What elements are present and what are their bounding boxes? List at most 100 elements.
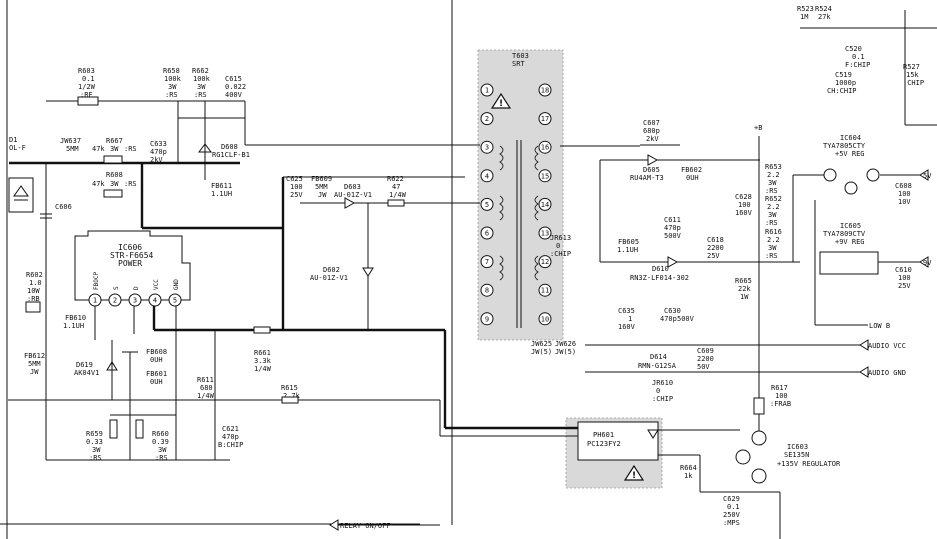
t603-pin-12: 12: [538, 255, 552, 269]
ic604-func: +5V REG: [835, 150, 865, 158]
r661-body: [253, 326, 271, 334]
r616-ref: R616: [765, 228, 782, 236]
r615-ref: R615: [281, 384, 298, 392]
ph601-led: [647, 429, 659, 439]
d619-part: AK04V1: [74, 369, 99, 377]
relay-arrow: [329, 519, 339, 531]
r608-ref: R608: [106, 171, 123, 179]
r611-ref: R611: [197, 376, 214, 384]
c621-ref: C621: [222, 425, 239, 433]
c608-val: 100: [898, 190, 911, 198]
svg-text:!: !: [632, 471, 636, 481]
d608-ref: D608: [221, 143, 238, 151]
c611-volt: 500V: [664, 232, 682, 240]
fb605-ref: FB605: [618, 238, 639, 246]
net-9v-arrow: [919, 256, 929, 268]
c607-val: 680p: [643, 127, 660, 135]
d608-part: RG1CLF-B1: [212, 151, 250, 159]
t603-pin-17: 17: [538, 112, 552, 126]
fb611-val: 1.1UH: [211, 190, 232, 198]
r653-type: :RS: [765, 187, 778, 195]
svg-text:7: 7: [485, 258, 489, 266]
c629-type: :MPS: [723, 519, 740, 527]
r602-body: [25, 301, 41, 313]
r615-val: 2.7k: [283, 392, 301, 400]
r603-watt: 1/2W: [78, 83, 96, 91]
d603-part: AU-01Z-V1: [334, 191, 372, 199]
r622-ref: R622: [387, 175, 404, 183]
ic606-pin-5: 5: [168, 293, 182, 307]
r659-ref: R659: [86, 430, 103, 438]
r524-ref: R524: [815, 5, 832, 13]
t603-pin-3: 3: [480, 140, 494, 154]
r611-watt: 1/4W: [197, 392, 215, 400]
c520-type: F:CHIP: [845, 61, 870, 69]
warning-icon-t603: !: [490, 92, 512, 109]
jr610-ref: JR610: [652, 379, 673, 387]
r667-watt: 3W: [110, 145, 119, 153]
warning-icon-ph601: !: [623, 464, 645, 481]
d605-body: [647, 154, 659, 166]
ic604-pin-gnd: [844, 181, 858, 195]
ic606-pin-name-4: VCC: [153, 279, 160, 290]
jr613-ref: JR613: [550, 234, 571, 242]
jr610-type: :CHIP: [652, 395, 673, 403]
svg-text:1: 1: [485, 87, 489, 95]
c615-ref: C615: [225, 75, 242, 83]
c628-volt: 160V: [735, 209, 753, 217]
r611-val: 680: [200, 384, 213, 392]
c618-volt: 25V: [707, 252, 720, 260]
t603-pin-4: 4: [480, 169, 494, 183]
ic604-pin-out: [866, 168, 880, 182]
r661-val: 3.3k: [254, 357, 272, 365]
r603-ref: R603: [78, 67, 95, 75]
r652-ref: R652: [765, 195, 782, 203]
ic605-func: +9V REG: [835, 238, 865, 246]
r661-ref: R661: [254, 349, 271, 357]
ic603-func: +135V REGULATOR: [777, 460, 841, 468]
r523-ref: R523: [797, 5, 814, 13]
r665-ref: R665: [735, 277, 752, 285]
r658-watt: 3W: [168, 83, 177, 91]
d602-part: AU-01Z-V1: [310, 274, 348, 282]
d614-ref: D614: [650, 353, 667, 361]
t603-coil-secondary-2: [534, 195, 539, 221]
c633-volt: 2kV: [150, 156, 163, 164]
r665-watt: 1W: [740, 293, 749, 301]
svg-text:14: 14: [541, 201, 549, 209]
r603-body: [77, 96, 99, 106]
t603-type: SRT: [512, 60, 525, 68]
d605-ref: D605: [643, 166, 660, 174]
d1-value: OL-F: [9, 144, 26, 152]
d619-ref: D619: [76, 361, 93, 369]
r602-watt: 10W: [27, 287, 40, 295]
ic604-part: TYA7805CTY: [823, 142, 866, 150]
net-5v-arrow: [919, 169, 929, 181]
t603-coil-secondary-1: [534, 145, 539, 171]
c610-volt: 25V: [898, 282, 911, 290]
svg-text:17: 17: [541, 115, 549, 123]
svg-text:2: 2: [113, 297, 117, 305]
c628-ref: C628: [735, 193, 752, 201]
c629-volt: 250V: [723, 511, 741, 519]
net-5v: 5V: [923, 172, 932, 180]
r658-type: :RS: [165, 91, 178, 99]
r617-val: 100: [775, 392, 788, 400]
jw637-val: 5MM: [66, 145, 79, 153]
d614-part: RMN-G12SA: [638, 362, 677, 370]
fb612-ref: FB612: [24, 352, 45, 360]
r616-watt: 3W: [768, 244, 777, 252]
ic606-pin-name-1: FBOCP: [93, 272, 100, 290]
c609-volt: 50V: [697, 363, 710, 371]
ic606-pin-2: 2: [108, 293, 122, 307]
r608-type: :RS: [124, 180, 137, 188]
r527-ref: R527: [903, 63, 920, 71]
t603-pin-11: 11: [538, 283, 552, 297]
c629-ref: C629: [723, 495, 740, 503]
r667-body: [103, 155, 123, 164]
jr613-type: :CHIP: [550, 250, 571, 258]
c630-ref: C630: [664, 307, 681, 315]
svg-text:12: 12: [541, 258, 549, 266]
